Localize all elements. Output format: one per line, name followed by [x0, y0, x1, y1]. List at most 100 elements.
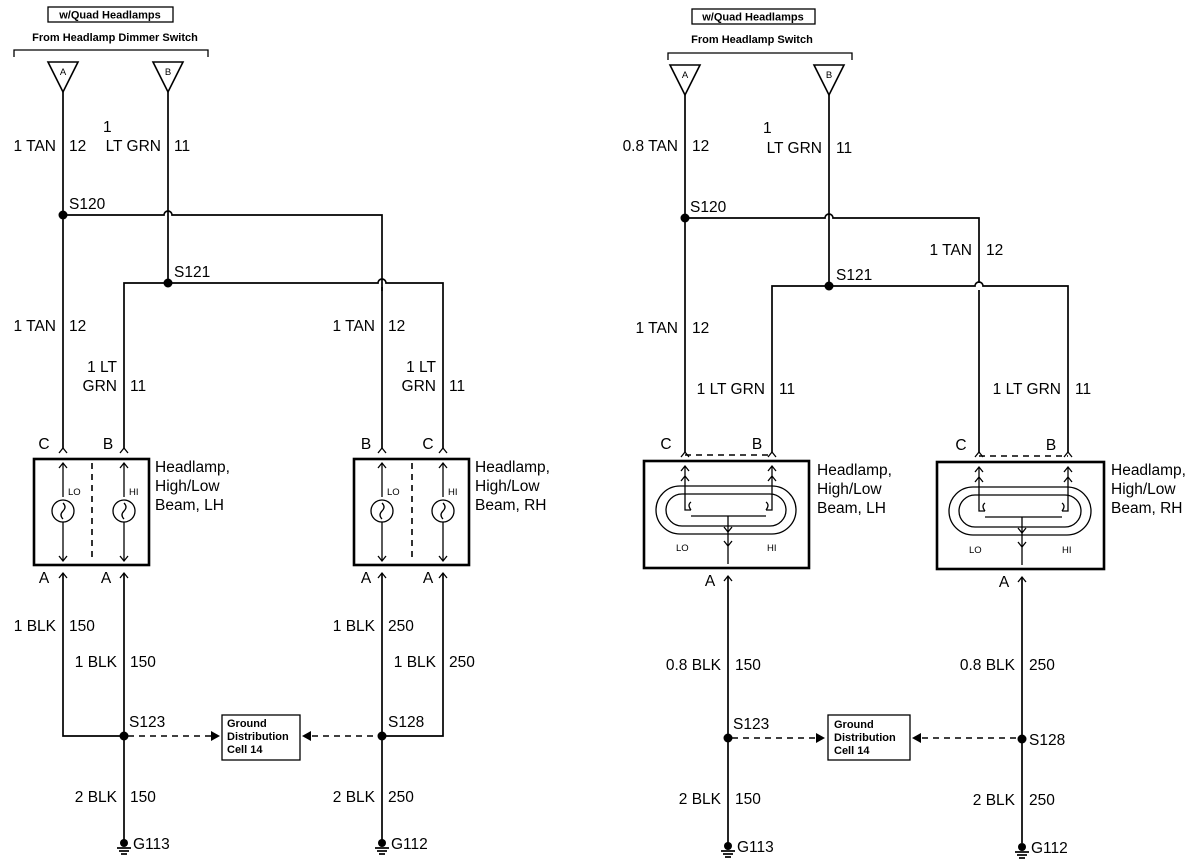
right-top-b-circuit: 11 — [836, 140, 852, 157]
left-lh-name-2: High/Low — [155, 478, 220, 495]
left-rh-lo: LO — [387, 487, 400, 498]
left-ground-g112-label: G112 — [391, 836, 428, 853]
right-top-a-wire: 0.8 TAN — [623, 138, 678, 155]
right-rh-name-1: Headlamp, — [1111, 462, 1186, 479]
right-connector-b — [812, 64, 846, 97]
left-connector-a — [46, 61, 80, 94]
left-rh-tan-circuit: 12 — [388, 318, 405, 335]
left-lh-pin-a1: A — [39, 570, 50, 587]
right-rh-headlamp-box — [935, 460, 1106, 571]
left-lh-pin-a2: A — [101, 570, 112, 587]
left-rh-gnd-wire: 2 BLK — [333, 789, 376, 806]
left-top-a-circuit: 12 — [69, 138, 86, 155]
left-top-b-circuit: 11 — [174, 138, 190, 155]
left-ground-distribution-box — [221, 714, 301, 761]
right-gd-1: Ground — [834, 719, 874, 731]
left-rh-pin-b: B — [361, 436, 371, 453]
right-splice-s121 — [824, 281, 834, 291]
left-rh-pin-a1: A — [361, 570, 372, 587]
left-splice-s128-label: S128 — [388, 714, 424, 731]
left-splice-s120 — [58, 210, 68, 220]
left-lh-grn-circuit: 11 — [130, 378, 146, 395]
left-rh-name-2: High/Low — [475, 478, 540, 495]
right-diagram: w/Quad Headlamps From Headlamp Switch A … — [623, 8, 1186, 859]
left-rh-blk2-circuit: 250 — [449, 654, 475, 671]
right-lh-grn-circuit: 11 — [779, 381, 795, 398]
left-source-bracket — [13, 49, 209, 57]
left-rh-grn-wire-1: 1 LT — [406, 359, 436, 376]
left-rh-name-1: Headlamp, — [475, 459, 550, 476]
right-header-box — [691, 8, 816, 25]
right-header-text: w/Quad Headlamps — [701, 12, 803, 24]
left-gd-3: Cell 14 — [227, 744, 263, 756]
left-lh-grn-wire-1: 1 LT — [87, 359, 117, 376]
right-lh-name-2: High/Low — [817, 481, 882, 498]
left-rh-hi: HI — [448, 487, 458, 498]
left-rh-name-3: Beam, RH — [475, 497, 547, 514]
left-lh-gnd-circuit: 150 — [130, 789, 156, 806]
left-splice-s128 — [377, 731, 387, 741]
right-source-bracket — [667, 52, 853, 60]
left-gd-1: Ground — [227, 718, 267, 730]
right-rh-pin-c: C — [955, 437, 966, 454]
left-splice-s120-label: S120 — [69, 196, 106, 213]
left-rh-pin-a2: A — [423, 570, 434, 587]
right-rh-hi: HI — [1062, 545, 1072, 556]
left-lh-name-1: Headlamp, — [155, 459, 230, 476]
right-gd-3: Cell 14 — [834, 745, 870, 757]
right-lh-blk-wire: 0.8 BLK — [666, 657, 722, 674]
left-ground-g113-label: G113 — [133, 836, 170, 853]
right-rh-lamp-icon — [948, 486, 1092, 536]
left-ground-g113-icon — [116, 847, 132, 855]
right-ground-g113-label: G113 — [737, 839, 774, 856]
right-rh-blk-circuit: 250 — [1029, 657, 1055, 674]
right-mid-tan-circuit: 12 — [986, 242, 1003, 259]
right-rh-lo: LO — [969, 545, 982, 556]
left-rh-tan-wire: 1 TAN — [333, 318, 376, 335]
left-lh-blk1-circuit: 150 — [69, 618, 95, 635]
right-lh-hi: HI — [767, 543, 777, 554]
right-top-a-circuit: 12 — [692, 138, 709, 155]
right-rh-grn-circuit: 11 — [1075, 381, 1091, 398]
right-source-label: From Headlamp Switch — [691, 34, 813, 46]
right-gd-2: Distribution — [834, 732, 896, 744]
right-splice-s128 — [1017, 734, 1027, 744]
right-ground-g112-label: G112 — [1031, 840, 1068, 857]
right-splice-s120-label: S120 — [690, 199, 727, 216]
right-mid-tan-wire: 1 TAN — [930, 242, 973, 259]
right-rh-name-2: High/Low — [1111, 481, 1176, 498]
left-lh-tan-wire: 1 TAN — [14, 318, 57, 335]
left-lh-hi: HI — [129, 487, 139, 498]
left-rh-blk1-wire: 1 BLK — [333, 618, 376, 635]
right-lh-tan-circuit: 12 — [692, 320, 709, 337]
left-lh-blk2-circuit: 150 — [130, 654, 156, 671]
left-rh-grn-circuit: 11 — [449, 378, 465, 395]
right-lh-lo: LO — [676, 543, 689, 554]
left-source-label: From Headlamp Dimmer Switch — [32, 32, 198, 44]
right-lh-name-3: Beam, LH — [817, 500, 886, 517]
right-connector-a-label: A — [682, 70, 689, 81]
left-connector-b — [151, 61, 185, 94]
right-lh-pin-c: C — [660, 436, 671, 453]
left-lh-pin-c: C — [38, 436, 49, 453]
right-lh-lamp-icon — [655, 485, 797, 535]
left-lh-grn-wire-2: GRN — [83, 378, 117, 395]
left-rh-blk2-wire: 1 BLK — [394, 654, 437, 671]
right-splice-s123-label: S123 — [733, 716, 769, 733]
right-splice-s128-label: S128 — [1029, 732, 1065, 749]
left-splice-s121 — [163, 278, 173, 288]
right-lh-pin-b: B — [752, 436, 762, 453]
left-header-text: w/Quad Headlamps — [58, 10, 160, 22]
left-rh-blk1-circuit: 250 — [388, 618, 414, 635]
right-connector-b-label: B — [826, 70, 832, 81]
left-top-b-color: LT GRN — [106, 138, 161, 155]
right-rh-gnd-circuit: 250 — [1029, 792, 1055, 809]
left-splice-s123-label: S123 — [129, 714, 165, 731]
left-ground-g112-icon — [374, 847, 390, 855]
left-rh-grn-wire-2: GRN — [402, 378, 436, 395]
right-lh-name-1: Headlamp, — [817, 462, 892, 479]
right-connector-a — [668, 64, 702, 97]
right-rh-grn-wire: 1 LT GRN — [993, 381, 1061, 398]
right-splice-s121-label: S121 — [836, 267, 872, 284]
right-ground-distribution-box — [827, 714, 911, 761]
